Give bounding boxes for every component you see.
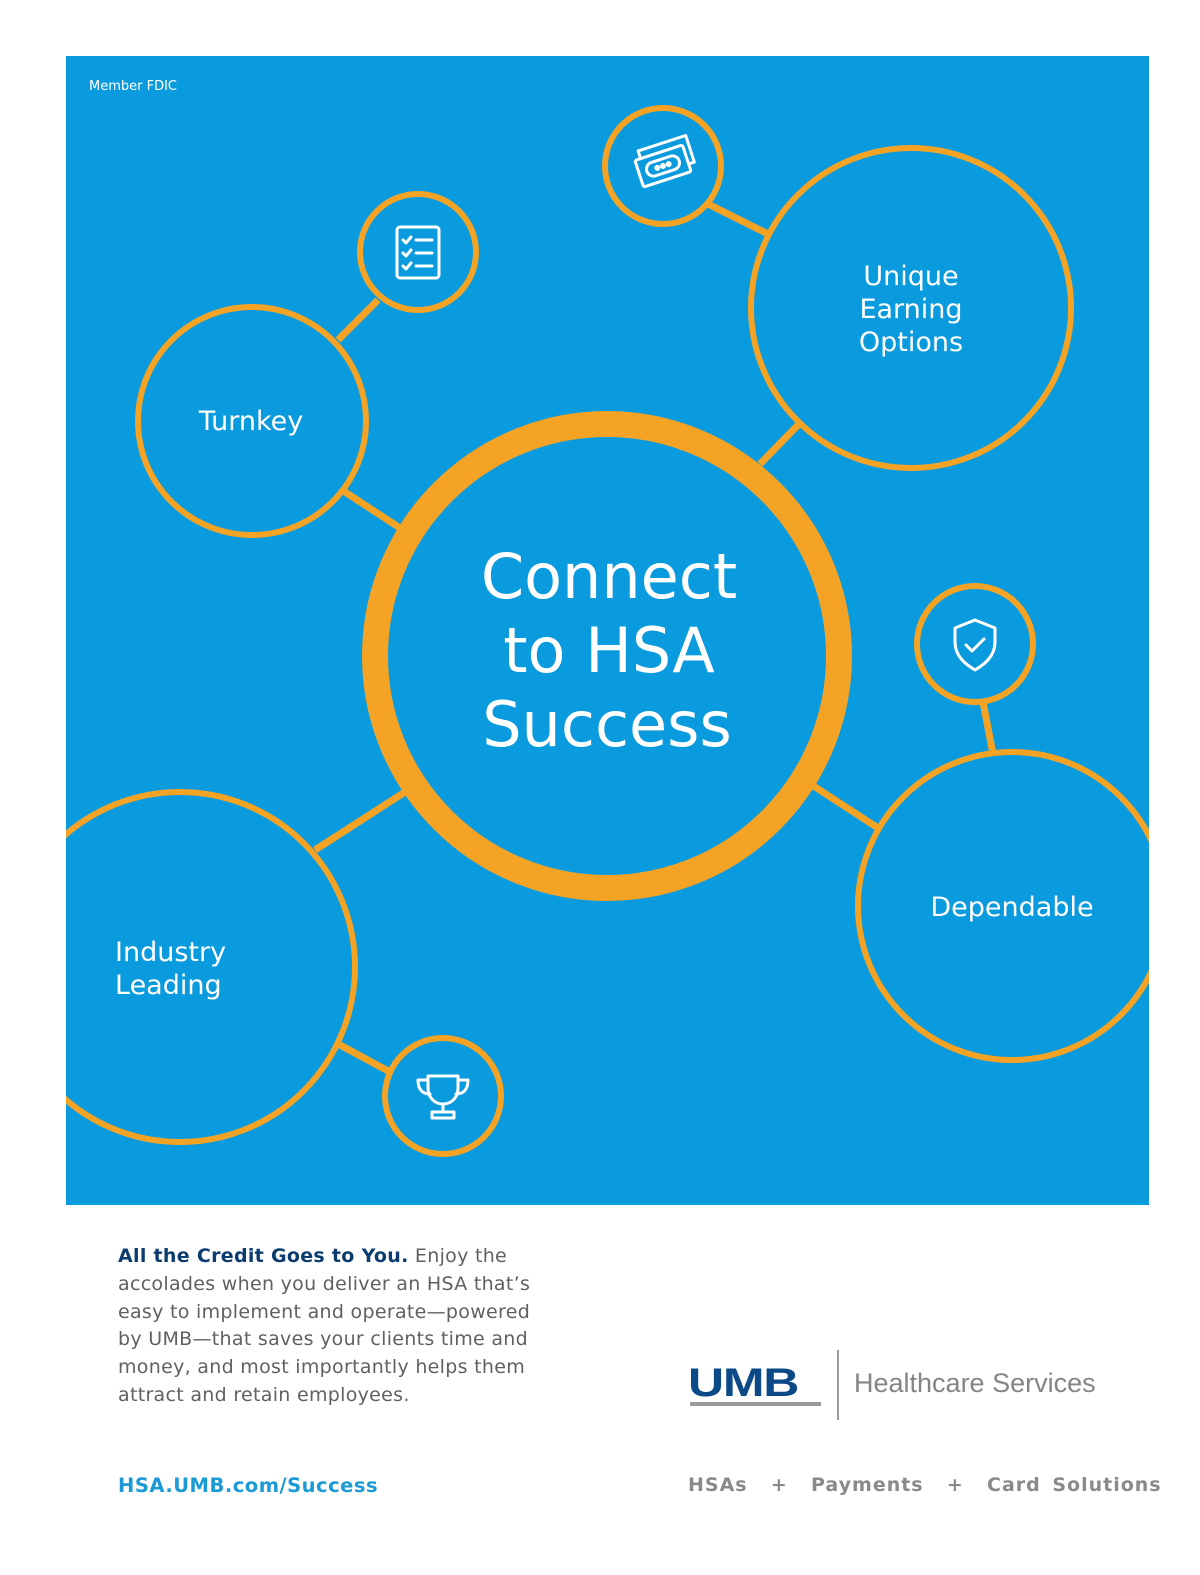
checklist-circle xyxy=(357,191,479,313)
unique-label-2: Earning xyxy=(859,294,962,325)
industry-label-2: Leading xyxy=(115,970,222,1001)
hero-banner: Member FDIC Connect to HSA Success Turnk… xyxy=(66,56,1149,1205)
turnkey-label: Turnkey xyxy=(198,406,304,437)
body-lead: All the Credit Goes to You. xyxy=(118,1245,409,1267)
shield-check-icon xyxy=(953,618,997,672)
logo-underline xyxy=(690,1402,821,1406)
unique-circle xyxy=(748,145,1074,471)
banner-background xyxy=(66,56,1149,1205)
umb-logo-mark: UMB xyxy=(688,1361,799,1405)
headline-line-2: to HSA xyxy=(503,614,715,687)
dependable-label: Dependable xyxy=(930,892,1093,923)
connector-lines xyxy=(313,200,997,1076)
trophy-circle xyxy=(382,1035,504,1157)
member-fdic: Member FDIC xyxy=(89,79,177,94)
umb-logo: UMB Healthcare Services xyxy=(688,1350,1108,1420)
unique-label-1: Unique xyxy=(863,261,958,292)
unique-label-3: Options xyxy=(859,327,963,358)
industry-circle xyxy=(66,789,358,1145)
tagline: HSAs + Payments + Card Solutions xyxy=(688,1474,1162,1496)
money-circle xyxy=(602,105,724,227)
headline-line-1: Connect xyxy=(481,540,737,613)
center-circle xyxy=(362,411,852,901)
turnkey-circle xyxy=(135,304,369,538)
trophy-icon xyxy=(416,1074,470,1120)
website-link[interactable]: HSA.UMB.com/Success xyxy=(118,1474,379,1497)
logo-divider xyxy=(837,1350,839,1420)
checklist-icon xyxy=(395,225,441,280)
body-copy: All the Credit Goes to You. Enjoy the ac… xyxy=(118,1243,548,1410)
logo-text: Healthcare Services xyxy=(854,1368,1096,1398)
industry-label-1: Industry xyxy=(115,937,226,968)
dependable-circle xyxy=(855,749,1149,1063)
headline-line-3: Success xyxy=(482,688,732,761)
money-icon xyxy=(633,133,696,189)
body-text: Enjoy the accolades when you deliver an … xyxy=(118,1245,531,1406)
shield-circle xyxy=(914,583,1036,705)
